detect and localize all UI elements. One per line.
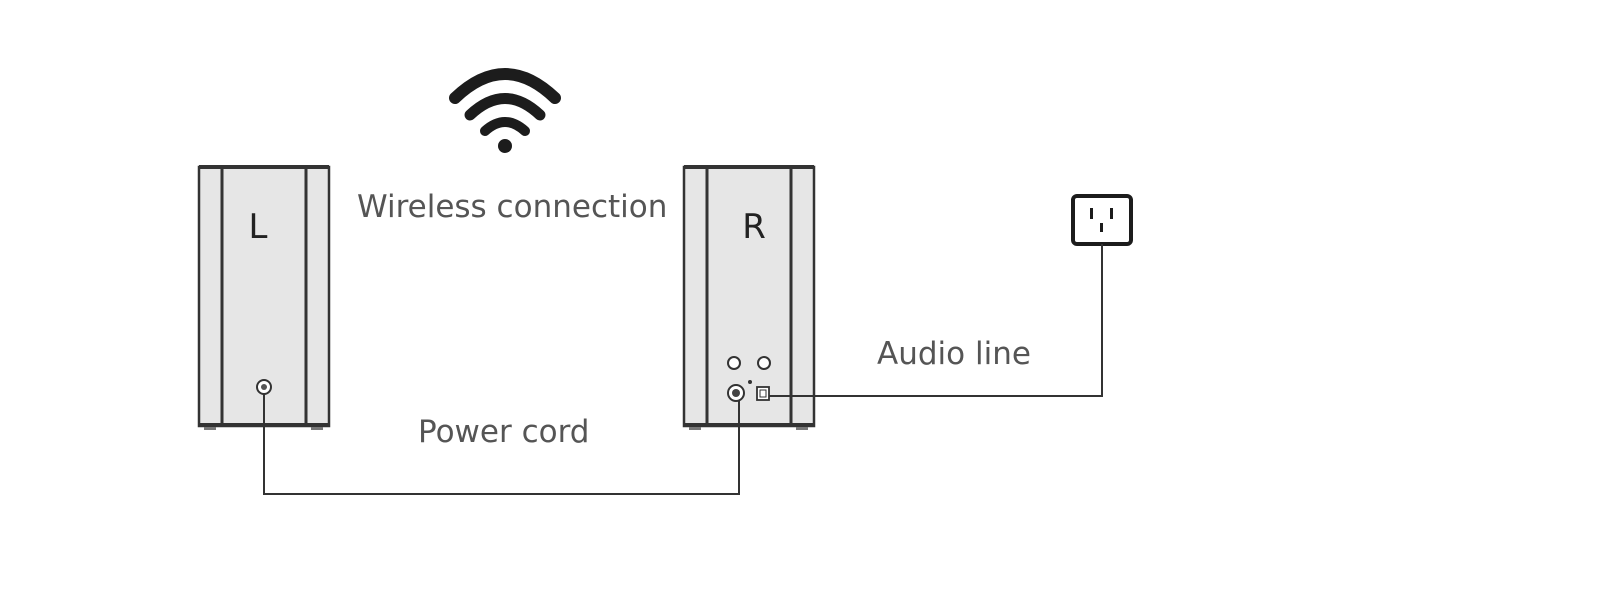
audio-line-cable	[769, 244, 1103, 397]
right-speaker-letter: R	[742, 207, 766, 247]
power-cord-cable	[263, 394, 740, 495]
wifi-icon	[449, 68, 561, 153]
power-outlet-icon	[1071, 194, 1133, 246]
left-speaker: L	[197, 165, 331, 430]
right-speaker: R	[682, 165, 816, 430]
right-audio-port	[756, 386, 770, 401]
power-cord-label: Power cord	[418, 414, 590, 450]
audio-line-label: Audio line	[877, 336, 1031, 372]
wireless-connection-label: Wireless connection	[357, 189, 668, 225]
right-port-1	[727, 356, 741, 370]
right-port-2	[757, 356, 771, 370]
left-speaker-letter: L	[249, 207, 268, 247]
